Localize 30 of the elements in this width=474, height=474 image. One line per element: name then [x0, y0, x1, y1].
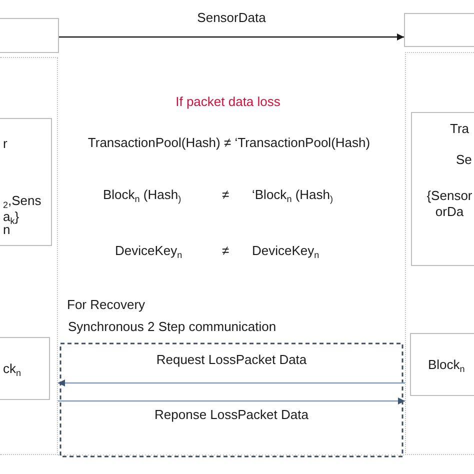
node-text: Tra [450, 121, 470, 137]
node-text: ck$_{n}$ [3, 361, 22, 377]
process-box [0, 337, 50, 400]
note-text: Block$_{n}$ (Hash$_{)}$ [103, 187, 182, 203]
arrow [58, 398, 405, 404]
note-text: For Recovery [67, 297, 146, 313]
process-box [411, 112, 474, 266]
process-box [410, 333, 474, 396]
edge-label: Reponse LossPacket Data [152, 407, 310, 423]
node-text: n [3, 222, 10, 238]
lane-outline [0, 57, 58, 455]
note-text: ≠ [222, 187, 230, 203]
arrow [58, 380, 405, 386]
process-box [404, 13, 474, 47]
condition-heading: If packet data loss [176, 94, 280, 110]
process-box [0, 18, 59, 53]
node-text: r [3, 136, 8, 152]
note-text: TransactionPool(Hash) ≠ ‘TransactionPool(Hash) [88, 135, 370, 151]
arrow [59, 34, 404, 40]
lane-outline [405, 52, 474, 455]
note-text: ≠ [222, 243, 230, 259]
node-text: {Sensor orDa [426, 188, 473, 220]
node-text: Se [456, 152, 472, 168]
note-text: Synchronous 2 Step communication [68, 319, 276, 335]
process-box [0, 118, 52, 246]
node-text: Block$_{n}$ [428, 357, 465, 373]
note-text: ‘Block$_{n}$ (Hash$_{)}$ [252, 187, 333, 203]
note-text: DeviceKey$_{n}$ [252, 243, 320, 259]
edge-label: Request LossPacket Data [154, 352, 309, 368]
note-text: DeviceKey$_{n}$ [115, 243, 182, 259]
